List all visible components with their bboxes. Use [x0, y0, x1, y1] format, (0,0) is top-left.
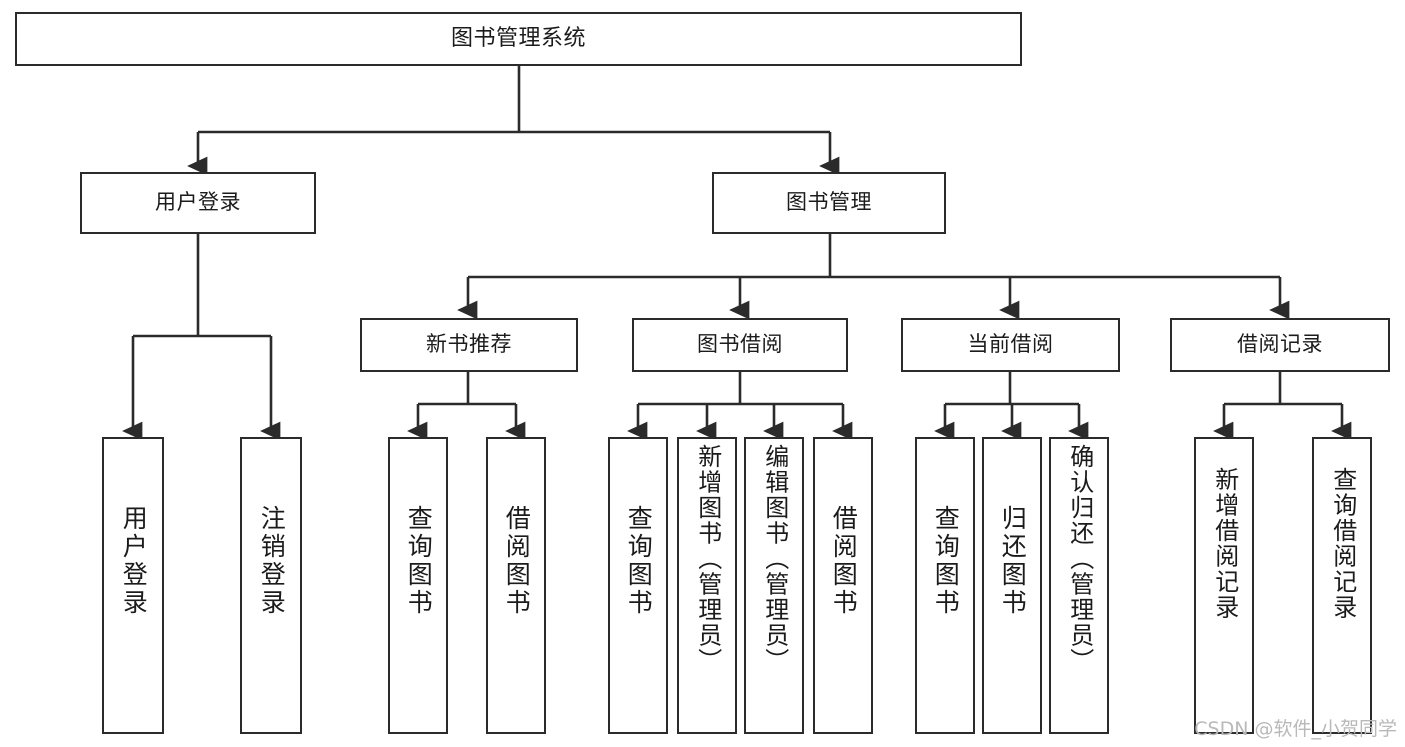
- node-leaf-borrow-book-2[interactable]: 借阅图书: [813, 437, 873, 734]
- watermark-text: CSDN @软件_小贺同学: [1194, 718, 1397, 740]
- node-borrow-record-label: 借阅记录: [1237, 332, 1323, 357]
- node-book-borrow-label: 图书借阅: [697, 332, 783, 357]
- node-leaf-add-record-label: 新增借阅记录: [1210, 467, 1239, 620]
- node-leaf-user-logout-label: 注销登录: [257, 505, 287, 617]
- node-leaf-add-book[interactable]: 新增图书（管理员）: [677, 437, 737, 734]
- node-leaf-confirm-return-label: 确认归还（管理员）: [1065, 444, 1094, 674]
- node-leaf-query-book-3[interactable]: 查询图书: [915, 437, 975, 734]
- node-new-book-recommend-label: 新书推荐: [426, 332, 512, 357]
- node-leaf-query-record[interactable]: 查询借阅记录: [1312, 437, 1372, 734]
- node-leaf-borrow-book-2-label: 借阅图书: [829, 505, 859, 617]
- node-borrow-record[interactable]: 借阅记录: [1170, 318, 1390, 372]
- node-leaf-confirm-return[interactable]: 确认归还（管理员）: [1049, 437, 1109, 734]
- node-leaf-return-book[interactable]: 归还图书: [982, 437, 1042, 734]
- node-new-book-recommend[interactable]: 新书推荐: [360, 318, 578, 372]
- node-leaf-edit-book[interactable]: 编辑图书（管理员）: [744, 437, 804, 734]
- node-current-borrow-label: 当前借阅: [967, 332, 1054, 357]
- node-leaf-add-record[interactable]: 新增借阅记录: [1194, 437, 1254, 734]
- node-leaf-borrow-book-1[interactable]: 借阅图书: [486, 437, 546, 734]
- node-book-manage-label: 图书管理: [786, 190, 872, 215]
- node-leaf-query-book-1-label: 查询图书: [404, 505, 434, 617]
- node-root-label: 图书管理系统: [450, 25, 586, 51]
- node-leaf-query-book-2-label: 查询图书: [624, 505, 654, 617]
- node-user-login[interactable]: 用户登录: [80, 172, 316, 234]
- node-leaf-borrow-book-1-label: 借阅图书: [502, 505, 532, 617]
- node-root[interactable]: 图书管理系统: [15, 12, 1022, 66]
- node-leaf-user-login[interactable]: 用户登录: [102, 437, 164, 734]
- node-user-login-label: 用户登录: [155, 190, 241, 215]
- node-book-manage[interactable]: 图书管理: [712, 172, 946, 234]
- node-current-borrow[interactable]: 当前借阅: [901, 318, 1120, 372]
- node-leaf-query-record-label: 查询借阅记录: [1328, 467, 1357, 620]
- node-leaf-query-book-3-label: 查询图书: [931, 505, 961, 617]
- node-leaf-query-book-2[interactable]: 查询图书: [608, 437, 668, 734]
- node-leaf-return-book-label: 归还图书: [998, 505, 1028, 617]
- node-leaf-edit-book-label: 编辑图书（管理员）: [760, 444, 789, 674]
- node-leaf-add-book-label: 新增图书（管理员）: [693, 444, 722, 674]
- node-leaf-user-login-label: 用户登录: [119, 505, 149, 617]
- node-leaf-user-logout[interactable]: 注销登录: [240, 437, 302, 734]
- node-book-borrow[interactable]: 图书借阅: [632, 318, 848, 372]
- node-leaf-query-book-1[interactable]: 查询图书: [388, 437, 448, 734]
